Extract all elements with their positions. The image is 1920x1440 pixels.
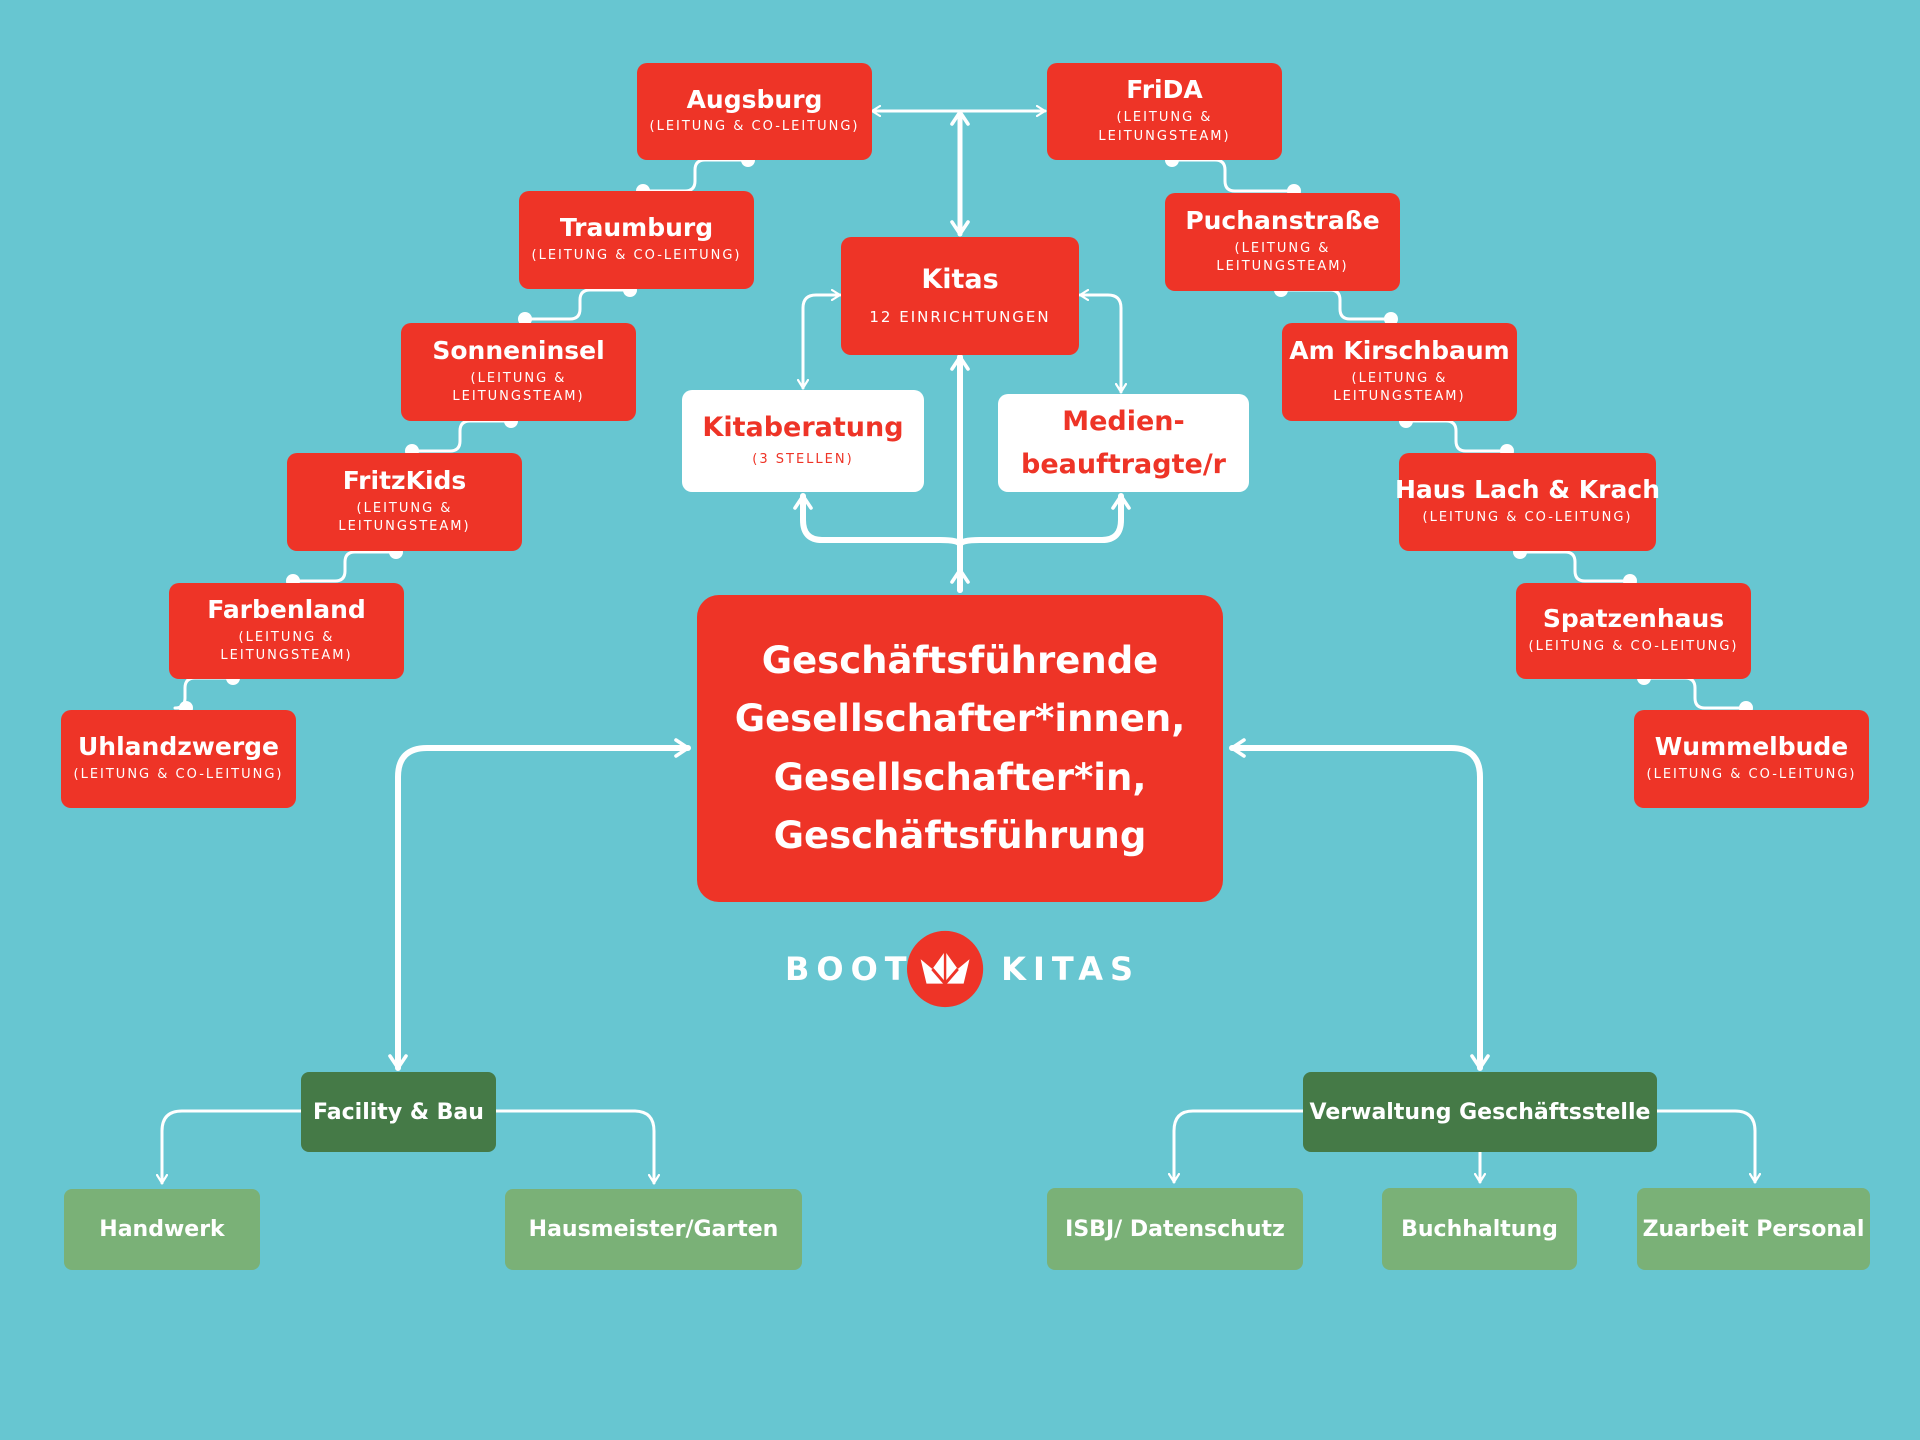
kita-role: (LEITUNG & CO-LEITUNG): [1646, 766, 1857, 782]
kitaberatung-title: Kitaberatung: [702, 412, 904, 444]
kita-am-kirschbaum[interactable]: Am Kirschbaum (LEITUNG & LEITUNGSTEAM): [1282, 323, 1517, 421]
kita-name: Am Kirschbaum: [1289, 335, 1510, 365]
kita-role: (LEITUNG & LEITUNGSTEAM): [1216, 240, 1349, 275]
kita-name: FritzKids: [342, 465, 467, 495]
kita-name: Sonneninsel: [432, 335, 605, 365]
kita-name: FriDA: [1126, 75, 1203, 105]
kita-uhlandzwerge[interactable]: Uhlandzwerge (LEITUNG & CO-LEITUNG): [61, 710, 296, 808]
kita-name: Puchanstraße: [1185, 205, 1380, 235]
medien-line2: beauftragte/r: [1021, 449, 1226, 480]
logo-word-right: KITAS: [1001, 950, 1140, 988]
kitas-box[interactable]: Kitas 12 EINRICHTUNGEN: [841, 237, 1079, 355]
management-line-1: Geschäftsführende: [761, 638, 1159, 682]
kitas-subtitle: 12 EINRICHTUNGEN: [869, 307, 1051, 326]
kita-role: (LEITUNG & CO-LEITUNG): [1528, 638, 1739, 654]
verwaltung-box[interactable]: Verwaltung Geschäftsstelle: [1303, 1072, 1657, 1152]
kita-role: (LEITUNG & LEITUNGSTEAM): [338, 500, 471, 535]
kita-fritzkids[interactable]: FritzKids (LEITUNG & LEITUNGSTEAM): [287, 453, 522, 551]
kita-name: Augsburg: [686, 84, 823, 114]
kita-traumburg[interactable]: Traumburg (LEITUNG & CO-LEITUNG): [519, 191, 754, 289]
zuarbeit-personal-label: Zuarbeit Personal: [1642, 1216, 1865, 1242]
kita-role: (LEITUNG & LEITUNGSTEAM): [1098, 110, 1231, 144]
management-box[interactable]: Geschäftsführende Gesellschafter*innen, …: [697, 595, 1223, 902]
buchhaltung-box[interactable]: Buchhaltung: [1382, 1188, 1577, 1270]
verwaltung-title: Verwaltung Geschäftsstelle: [1309, 1099, 1651, 1125]
kita-puchanstrasse[interactable]: Puchanstraße (LEITUNG & LEITUNGSTEAM): [1165, 193, 1400, 291]
kita-role: (LEITUNG & LEITUNGSTEAM): [452, 370, 585, 405]
management-line-4: Geschäftsführung: [773, 813, 1147, 857]
logo-word-left: BOOT: [785, 950, 914, 988]
handwerk-box[interactable]: Handwerk: [64, 1189, 260, 1270]
kita-role: (LEITUNG & CO-LEITUNG): [1422, 509, 1633, 525]
kita-spatzenhaus[interactable]: Spatzenhaus (LEITUNG & CO-LEITUNG): [1516, 583, 1751, 679]
buchhaltung-label: Buchhaltung: [1401, 1216, 1558, 1242]
kitaberatung-subtitle: (3 STELLEN): [752, 452, 854, 468]
boot-kitas-logo: BOOT KITAS: [785, 930, 1140, 1008]
medienbeauftragte-box[interactable]: Medien- beauftragte/r: [998, 394, 1249, 492]
kita-frida[interactable]: FriDA (LEITUNG & LEITUNGSTEAM): [1047, 63, 1282, 160]
boat-crown-icon: [906, 930, 984, 1008]
hausmeister-garten-label: Hausmeister/Garten: [528, 1217, 779, 1242]
kita-role: (LEITUNG & LEITUNGSTEAM): [1333, 370, 1466, 405]
isbj-datenschutz-box[interactable]: ISBJ/ Datenschutz: [1047, 1188, 1303, 1270]
kita-name: Wummelbude: [1654, 732, 1849, 762]
kitaberatung-box[interactable]: Kitaberatung (3 STELLEN): [682, 390, 924, 492]
kita-name: Farbenland: [207, 594, 366, 624]
kita-role: (LEITUNG & CO-LEITUNG): [531, 247, 742, 263]
zuarbeit-personal-box[interactable]: Zuarbeit Personal: [1637, 1188, 1870, 1270]
medien-line1: Medien-: [1062, 405, 1185, 437]
kita-farbenland[interactable]: Farbenland (LEITUNG & LEITUNGSTEAM): [169, 583, 404, 679]
kita-name: Haus Lach & Krach: [1395, 475, 1660, 505]
kita-name: Uhlandzwerge: [77, 732, 279, 762]
isbj-datenschutz-label: ISBJ/ Datenschutz: [1065, 1216, 1285, 1242]
kitas-title: Kitas: [921, 263, 999, 295]
kita-role: (LEITUNG & LEITUNGSTEAM): [220, 629, 353, 664]
facility-bau-box[interactable]: Facility & Bau: [301, 1072, 496, 1152]
kita-name: Spatzenhaus: [1542, 604, 1725, 634]
handwerk-label: Handwerk: [99, 1217, 225, 1242]
kita-haus-lach-krach[interactable]: Haus Lach & Krach (LEITUNG & CO-LEITUNG): [1395, 453, 1660, 551]
management-line-3: Gesellschafter*in,: [773, 755, 1147, 799]
facility-bau-title: Facility & Bau: [313, 1099, 484, 1125]
kita-sonneninsel[interactable]: Sonneninsel (LEITUNG & LEITUNGSTEAM): [401, 323, 636, 421]
kita-wummelbude[interactable]: Wummelbude (LEITUNG & CO-LEITUNG): [1634, 710, 1869, 808]
kita-role: (LEITUNG & CO-LEITUNG): [649, 119, 860, 135]
kita-augsburg[interactable]: Augsburg (LEITUNG & CO-LEITUNG): [637, 63, 872, 160]
kita-name: Traumburg: [559, 213, 714, 243]
kita-role: (LEITUNG & CO-LEITUNG): [73, 766, 284, 782]
management-line-2: Gesellschafter*innen,: [734, 697, 1186, 741]
hausmeister-garten-box[interactable]: Hausmeister/Garten: [505, 1189, 802, 1270]
